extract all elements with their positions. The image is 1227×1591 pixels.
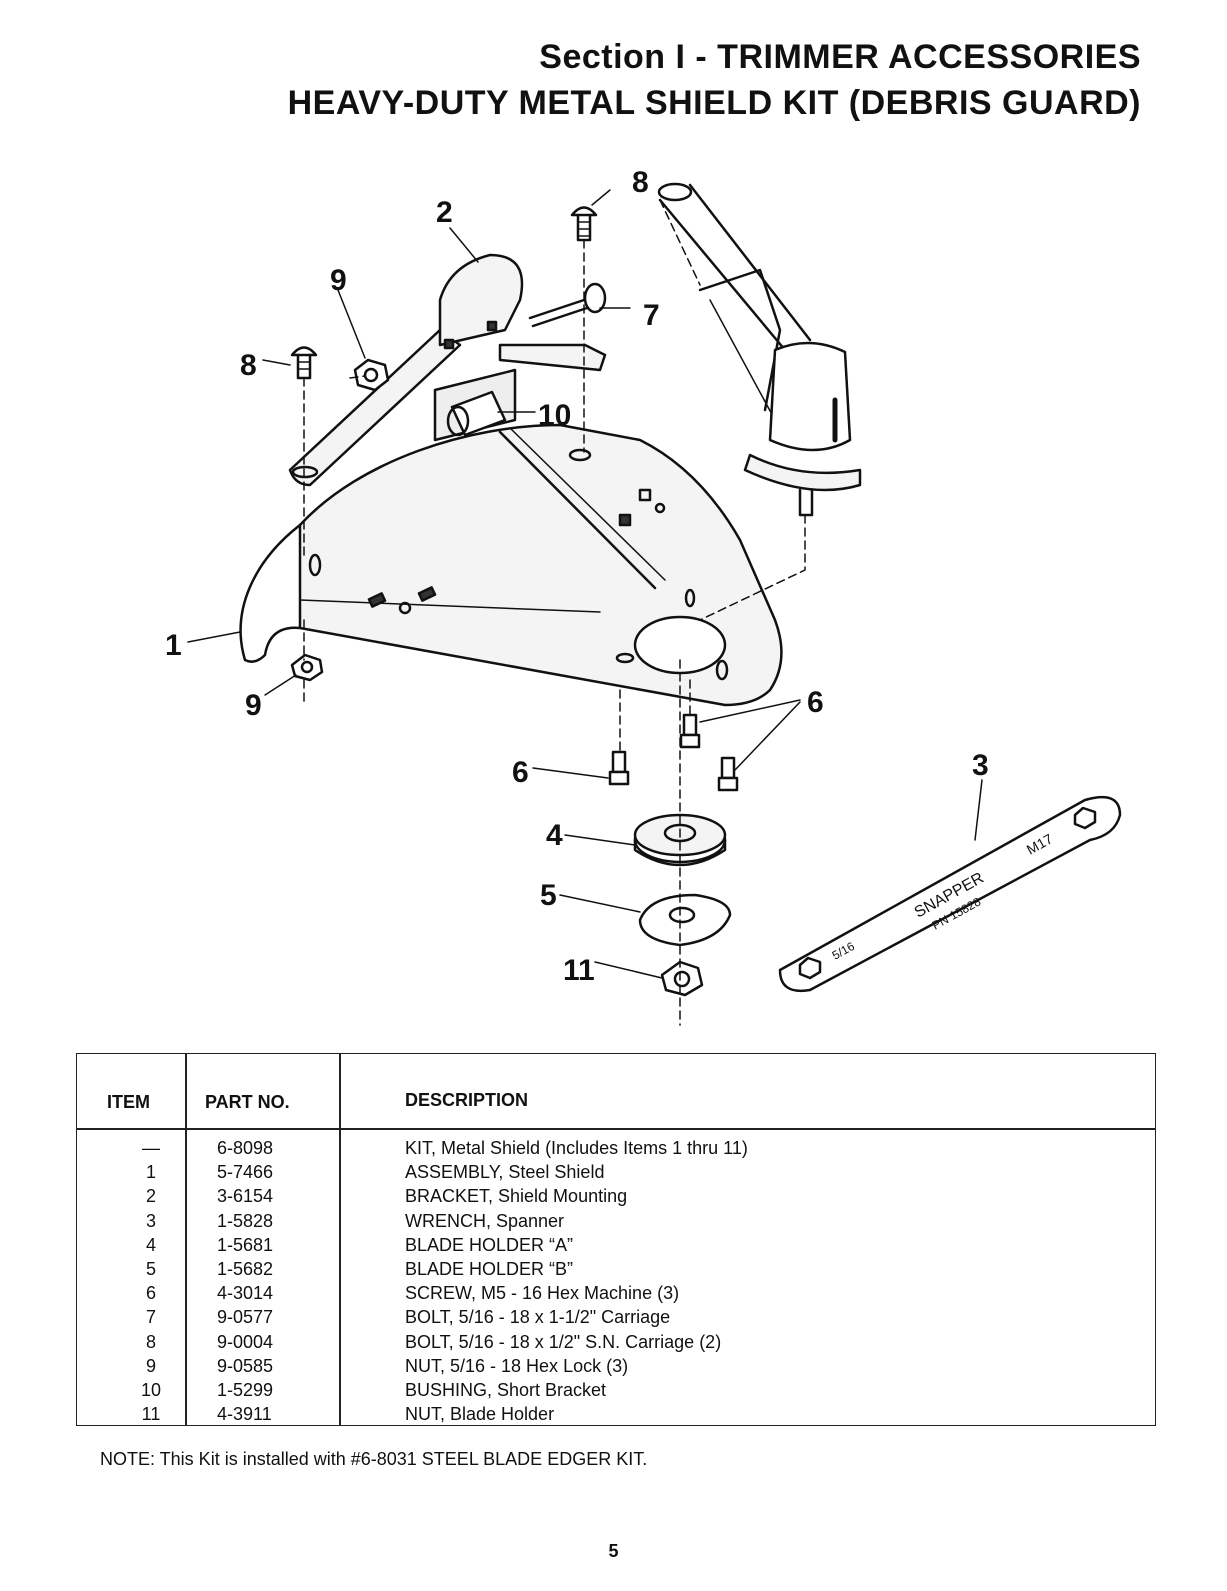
table-row: 11 4-3911 NUT, Blade Holder bbox=[77, 1404, 1155, 1428]
description-cell: NUT, Blade Holder bbox=[405, 1404, 555, 1425]
callout-6-b: 6 bbox=[512, 756, 529, 789]
description-cell: BOLT, 5/16 - 18 x 1-1/2" Carriage bbox=[405, 1307, 671, 1328]
item-cell: 4 bbox=[145, 1234, 156, 1255]
spanner-wrench-part bbox=[778, 795, 1122, 993]
item-cell: 10 bbox=[140, 1379, 162, 1400]
part-no-cell: 9-0577 bbox=[217, 1307, 274, 1328]
description-cell: KIT, Metal Shield (Includes Items 1 thru… bbox=[405, 1138, 748, 1158]
table-row: 3 1-5828 WRENCH, Spanner bbox=[77, 1211, 1155, 1235]
page-number: 5 bbox=[608, 1541, 619, 1561]
table-row: 5 1-5682 BLADE HOLDER “B” bbox=[77, 1259, 1155, 1283]
part-no-cell: 4-3014 bbox=[217, 1283, 274, 1304]
callout-9-b: 9 bbox=[245, 689, 262, 722]
part-no-cell: 9-0585 bbox=[217, 1355, 274, 1376]
part-no-cell: 1-5681 bbox=[217, 1234, 274, 1255]
hex-lock-nut-part bbox=[290, 358, 390, 682]
trimmer-shaft bbox=[657, 182, 862, 517]
item-cell: 2 bbox=[145, 1186, 156, 1207]
long-carriage-bolt-part bbox=[528, 282, 607, 328]
item-cell: 7 bbox=[145, 1307, 156, 1328]
callout-4: 4 bbox=[546, 819, 563, 852]
hex-machine-screw-part bbox=[608, 713, 739, 792]
callout-7: 7 bbox=[643, 299, 660, 332]
table-row: 6 4-3014 SCREW, M5 - 16 Hex Machine (3) bbox=[77, 1283, 1155, 1307]
part-no-cell: 6-8098 bbox=[217, 1138, 274, 1158]
description-cell: BLADE HOLDER “B” bbox=[405, 1258, 574, 1279]
description-cell: ASSEMBLY, Steel Shield bbox=[405, 1162, 605, 1183]
table-row: 8 9-0004 BOLT, 5/16 - 18 x 1/2" S.N. Carri… bbox=[77, 1332, 1155, 1356]
section-title: Section I - TRIMMER ACCESSORIES bbox=[539, 38, 1141, 76]
part-no-cell: 3-6154 bbox=[217, 1186, 274, 1207]
table-row: 10 1-5299 BUSHING, Short Bracket bbox=[77, 1380, 1155, 1404]
description-cell: WRENCH, Spanner bbox=[405, 1210, 565, 1231]
description-cell: BLADE HOLDER “A” bbox=[405, 1234, 574, 1255]
callout-8-b: 8 bbox=[240, 349, 257, 382]
item-cell: 11 bbox=[141, 1404, 161, 1425]
parts-list-table: ITEM PART NO. DESCRIPTION — 6-8098 KIT, Me… bbox=[76, 1053, 1156, 1426]
part-no-cell: 4-3911 bbox=[217, 1404, 272, 1425]
part-no-cell: 1-5682 bbox=[217, 1258, 274, 1279]
blade-holder-nut-part bbox=[660, 960, 704, 997]
callout-8-a: 8 bbox=[632, 166, 649, 199]
description-cell: BRACKET, Shield Mounting bbox=[405, 1186, 628, 1207]
part-no-cell: 5-7466 bbox=[217, 1162, 274, 1183]
description-cell: NUT, 5/16 - 18 Hex Lock (3) bbox=[405, 1355, 629, 1376]
item-cell: 9 bbox=[145, 1355, 156, 1376]
carriage-bolt-part bbox=[570, 206, 598, 242]
table-row: 4 1-5681 BLADE HOLDER “A” bbox=[77, 1235, 1155, 1259]
description-cell: BOLT, 5/16 - 18 x 1/2" S.N. Carriage (2) bbox=[405, 1331, 722, 1352]
table-row: 7 9-0577 BOLT, 5/16 - 18 x 1-1/2" Carriage bbox=[77, 1307, 1155, 1331]
item-column-header: ITEM bbox=[107, 1092, 150, 1112]
table-row: 1 5-7466 ASSEMBLY, Steel Shield bbox=[77, 1162, 1155, 1186]
callout-9-a: 9 bbox=[330, 264, 347, 297]
part-no-column-header: PART NO. bbox=[205, 1092, 290, 1112]
item-cell: 8 bbox=[145, 1331, 156, 1352]
part-no-cell: 1-5299 bbox=[217, 1379, 274, 1400]
table-row: — 6-8098 KIT, Metal Shield (Includes Items… bbox=[77, 1138, 1155, 1162]
item-cell: 5 bbox=[145, 1258, 156, 1279]
callout-5: 5 bbox=[540, 879, 557, 912]
exploded-parts-diagram: SNAPPER PN 15828 M17 5/16 1 2 3 4 5 6 6 … bbox=[165, 166, 1122, 1026]
carriage-bolt-left-part bbox=[290, 346, 318, 380]
parts-rows: — 6-8098 KIT, Metal Shield (Includes Items… bbox=[77, 1138, 1155, 1428]
description-column-header: DESCRIPTION bbox=[405, 1090, 529, 1110]
table-row: 9 9-0585 NUT, 5/16 - 18 Hex Lock (3) bbox=[77, 1356, 1155, 1380]
callout-3: 3 bbox=[972, 749, 989, 782]
steel-shield-part bbox=[239, 423, 783, 707]
item-cell: 1 bbox=[145, 1162, 156, 1183]
bushing-part bbox=[446, 390, 507, 437]
description-cell: SCREW, M5 - 16 Hex Machine (3) bbox=[405, 1283, 680, 1304]
shield-mounting-bracket-part bbox=[288, 253, 607, 487]
callout-1: 1 bbox=[165, 629, 182, 662]
item-cell: — bbox=[142, 1138, 160, 1158]
part-no-cell: 1-5828 bbox=[217, 1210, 274, 1231]
callout-2: 2 bbox=[436, 196, 453, 229]
callout-6-a: 6 bbox=[807, 686, 824, 719]
callout-11: 11 bbox=[563, 954, 595, 987]
item-cell: 3 bbox=[145, 1210, 156, 1231]
callout-10: 10 bbox=[538, 399, 571, 432]
blade-holder-b-part bbox=[638, 893, 732, 947]
part-no-cell: 9-0004 bbox=[217, 1331, 274, 1352]
item-cell: 6 bbox=[145, 1283, 156, 1304]
kit-title: HEAVY-DUTY METAL SHIELD KIT (DEBRIS GUAR… bbox=[287, 84, 1141, 122]
installation-note: NOTE: This Kit is installed with #6-8031… bbox=[100, 1449, 648, 1469]
table-row: 2 3-6154 BRACKET, Shield Mounting bbox=[77, 1186, 1155, 1210]
description-cell: BUSHING, Short Bracket bbox=[405, 1379, 607, 1400]
